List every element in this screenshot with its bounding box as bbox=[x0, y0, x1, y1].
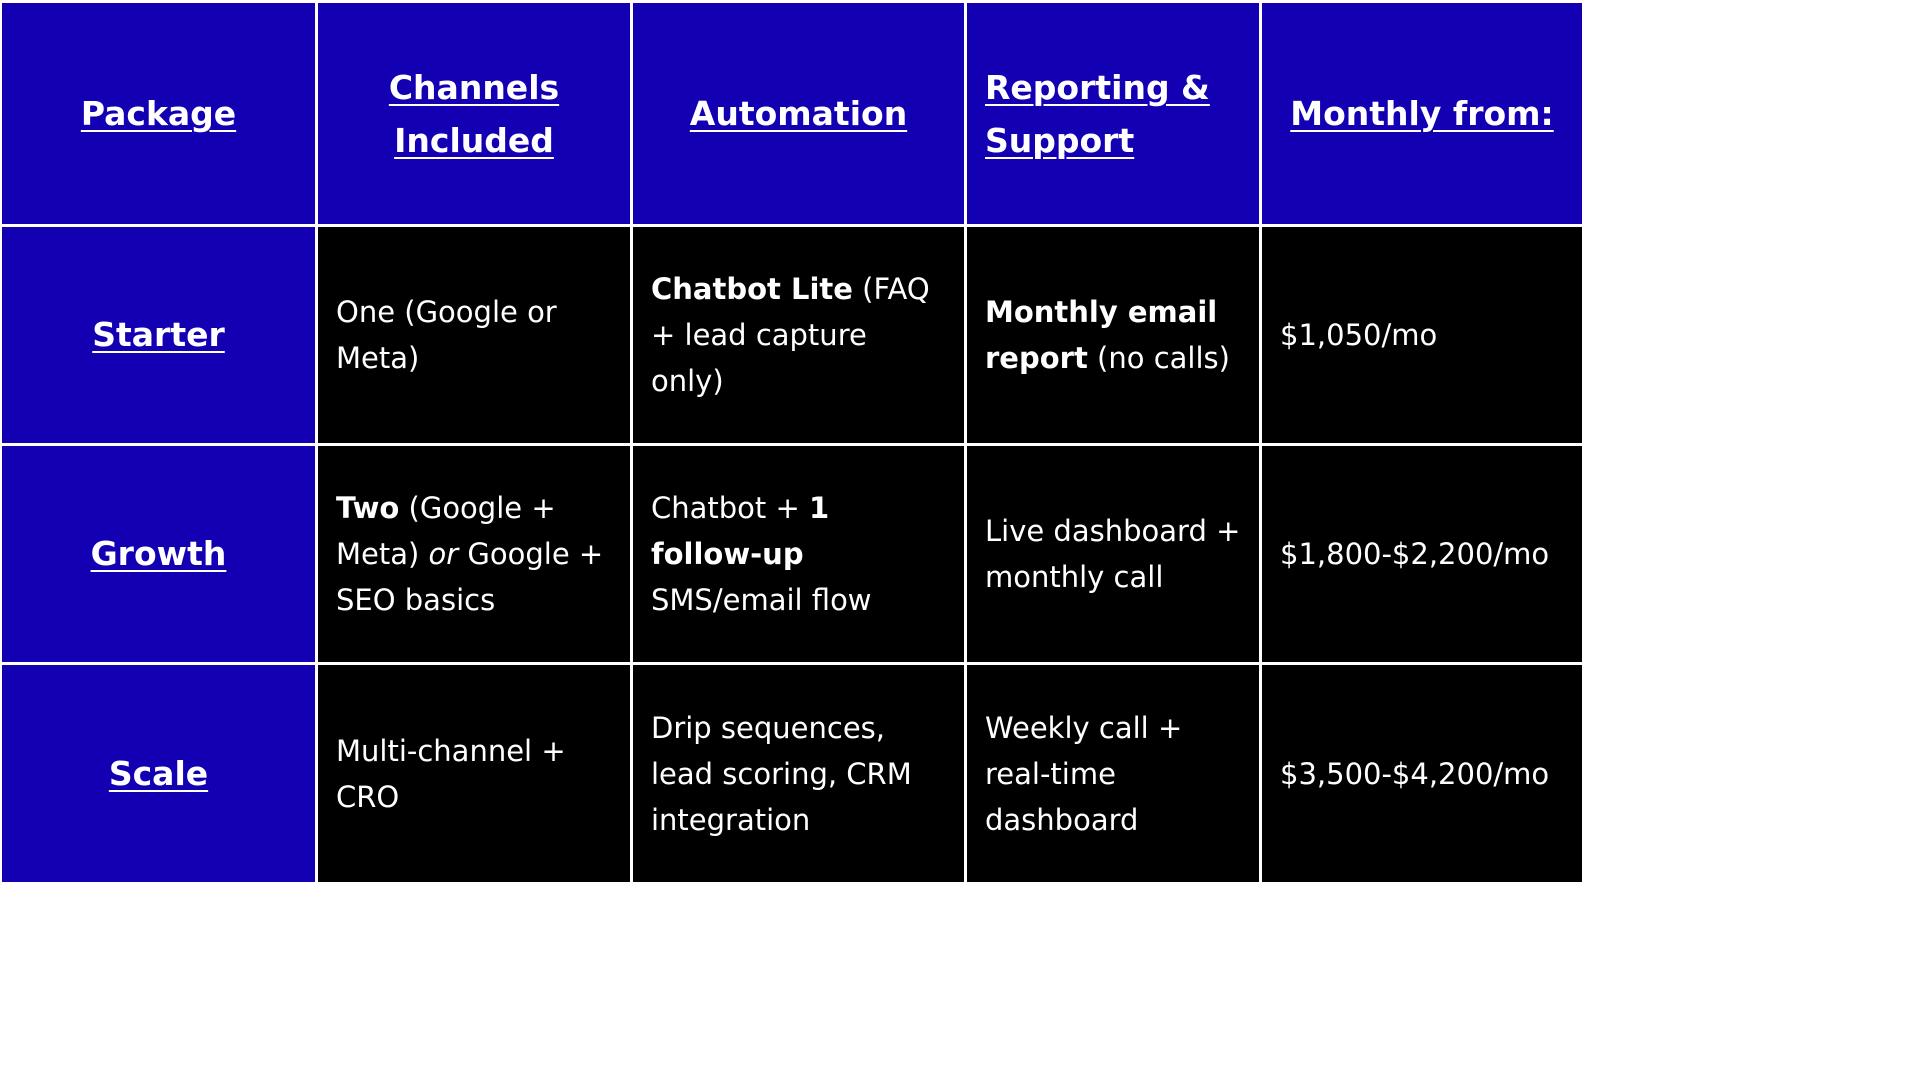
package-name-growth: Growth bbox=[90, 534, 227, 573]
header-monthly: Monthly from: bbox=[1262, 3, 1582, 224]
channels-text: One (Google or Meta) bbox=[336, 295, 557, 375]
header-channels: Channels Included bbox=[318, 3, 630, 224]
row-growth-automation: Chatbot + 1 follow-up SMS/email flow bbox=[633, 446, 964, 662]
automation-bold: 1 follow-up bbox=[651, 491, 830, 571]
row-starter-price: $1,050/mo bbox=[1262, 227, 1582, 443]
row-growth-price: $1,800-$2,200/mo bbox=[1262, 446, 1582, 662]
price-text: $1,050/mo bbox=[1280, 318, 1438, 352]
automation-text: Chatbot + 1 follow-up SMS/email flow bbox=[651, 485, 946, 623]
row-growth-channels: Two (Google + Meta) or Google + SEO basi… bbox=[318, 446, 630, 662]
header-reporting-label: Reporting & Support bbox=[985, 67, 1210, 160]
header-monthly-label: Monthly from: bbox=[1290, 94, 1554, 133]
row-growth-package: Growth bbox=[2, 446, 315, 662]
row-scale-reporting: Weekly call + real-time dashboard bbox=[967, 665, 1259, 882]
row-starter-package: Starter bbox=[2, 227, 315, 443]
row-scale-package: Scale bbox=[2, 665, 315, 882]
package-name-scale: Scale bbox=[108, 753, 209, 793]
pricing-table: Package Channels Included Automation Rep… bbox=[2, 3, 1582, 882]
header-automation-label: Automation bbox=[689, 94, 908, 133]
reporting-text: Weekly call + real-time dashboard bbox=[985, 710, 1183, 837]
row-starter-automation: Chatbot Lite (FAQ + lead capture only) bbox=[633, 227, 964, 443]
automation-bold: Chatbot Lite bbox=[651, 272, 853, 306]
channels-text: Multi-channel + CRO bbox=[336, 733, 566, 814]
automation-pre: Chatbot + bbox=[651, 491, 810, 525]
channels-rest: Google + SEO basics bbox=[336, 537, 604, 617]
header-package: Package bbox=[2, 3, 315, 224]
channels-mid: (Google + Meta) bbox=[336, 491, 556, 571]
reporting-bold: Monthly email report bbox=[985, 295, 1218, 375]
automation-text: Drip sequences, lead scoring, CRM integr… bbox=[651, 710, 912, 837]
package-name-starter: Starter bbox=[92, 315, 225, 354]
reporting-text: Monthly email report (no calls) bbox=[985, 289, 1241, 381]
channels-italic: or bbox=[428, 537, 459, 571]
reporting-text: Live dashboard + monthly call bbox=[985, 514, 1241, 594]
price-text: $3,500-$4,200/mo bbox=[1280, 756, 1550, 791]
channels-text: Two (Google + Meta) or Google + SEO basi… bbox=[336, 485, 612, 623]
header-reporting: Reporting & Support bbox=[967, 3, 1259, 224]
automation-text: Chatbot Lite (FAQ + lead capture only) bbox=[651, 266, 946, 404]
row-scale-channels: Multi-channel + CRO bbox=[318, 665, 630, 882]
header-package-label: Package bbox=[80, 94, 237, 133]
row-scale-price: $3,500-$4,200/mo bbox=[1262, 665, 1582, 882]
header-automation: Automation bbox=[633, 3, 964, 224]
automation-rest: SMS/email flow bbox=[651, 583, 872, 617]
reporting-rest: (no calls) bbox=[1087, 341, 1230, 375]
price-text: $1,800-$2,200/mo bbox=[1280, 537, 1550, 571]
row-scale-automation: Drip sequences, lead scoring, CRM integr… bbox=[633, 665, 964, 882]
header-channels-label: Channels Included bbox=[388, 67, 560, 160]
row-starter-reporting: Monthly email report (no calls) bbox=[967, 227, 1259, 443]
channels-bold: Two bbox=[336, 491, 400, 525]
row-starter-channels: One (Google or Meta) bbox=[318, 227, 630, 443]
automation-rest: (FAQ + lead capture only) bbox=[651, 272, 930, 398]
row-growth-reporting: Live dashboard + monthly call bbox=[967, 446, 1259, 662]
